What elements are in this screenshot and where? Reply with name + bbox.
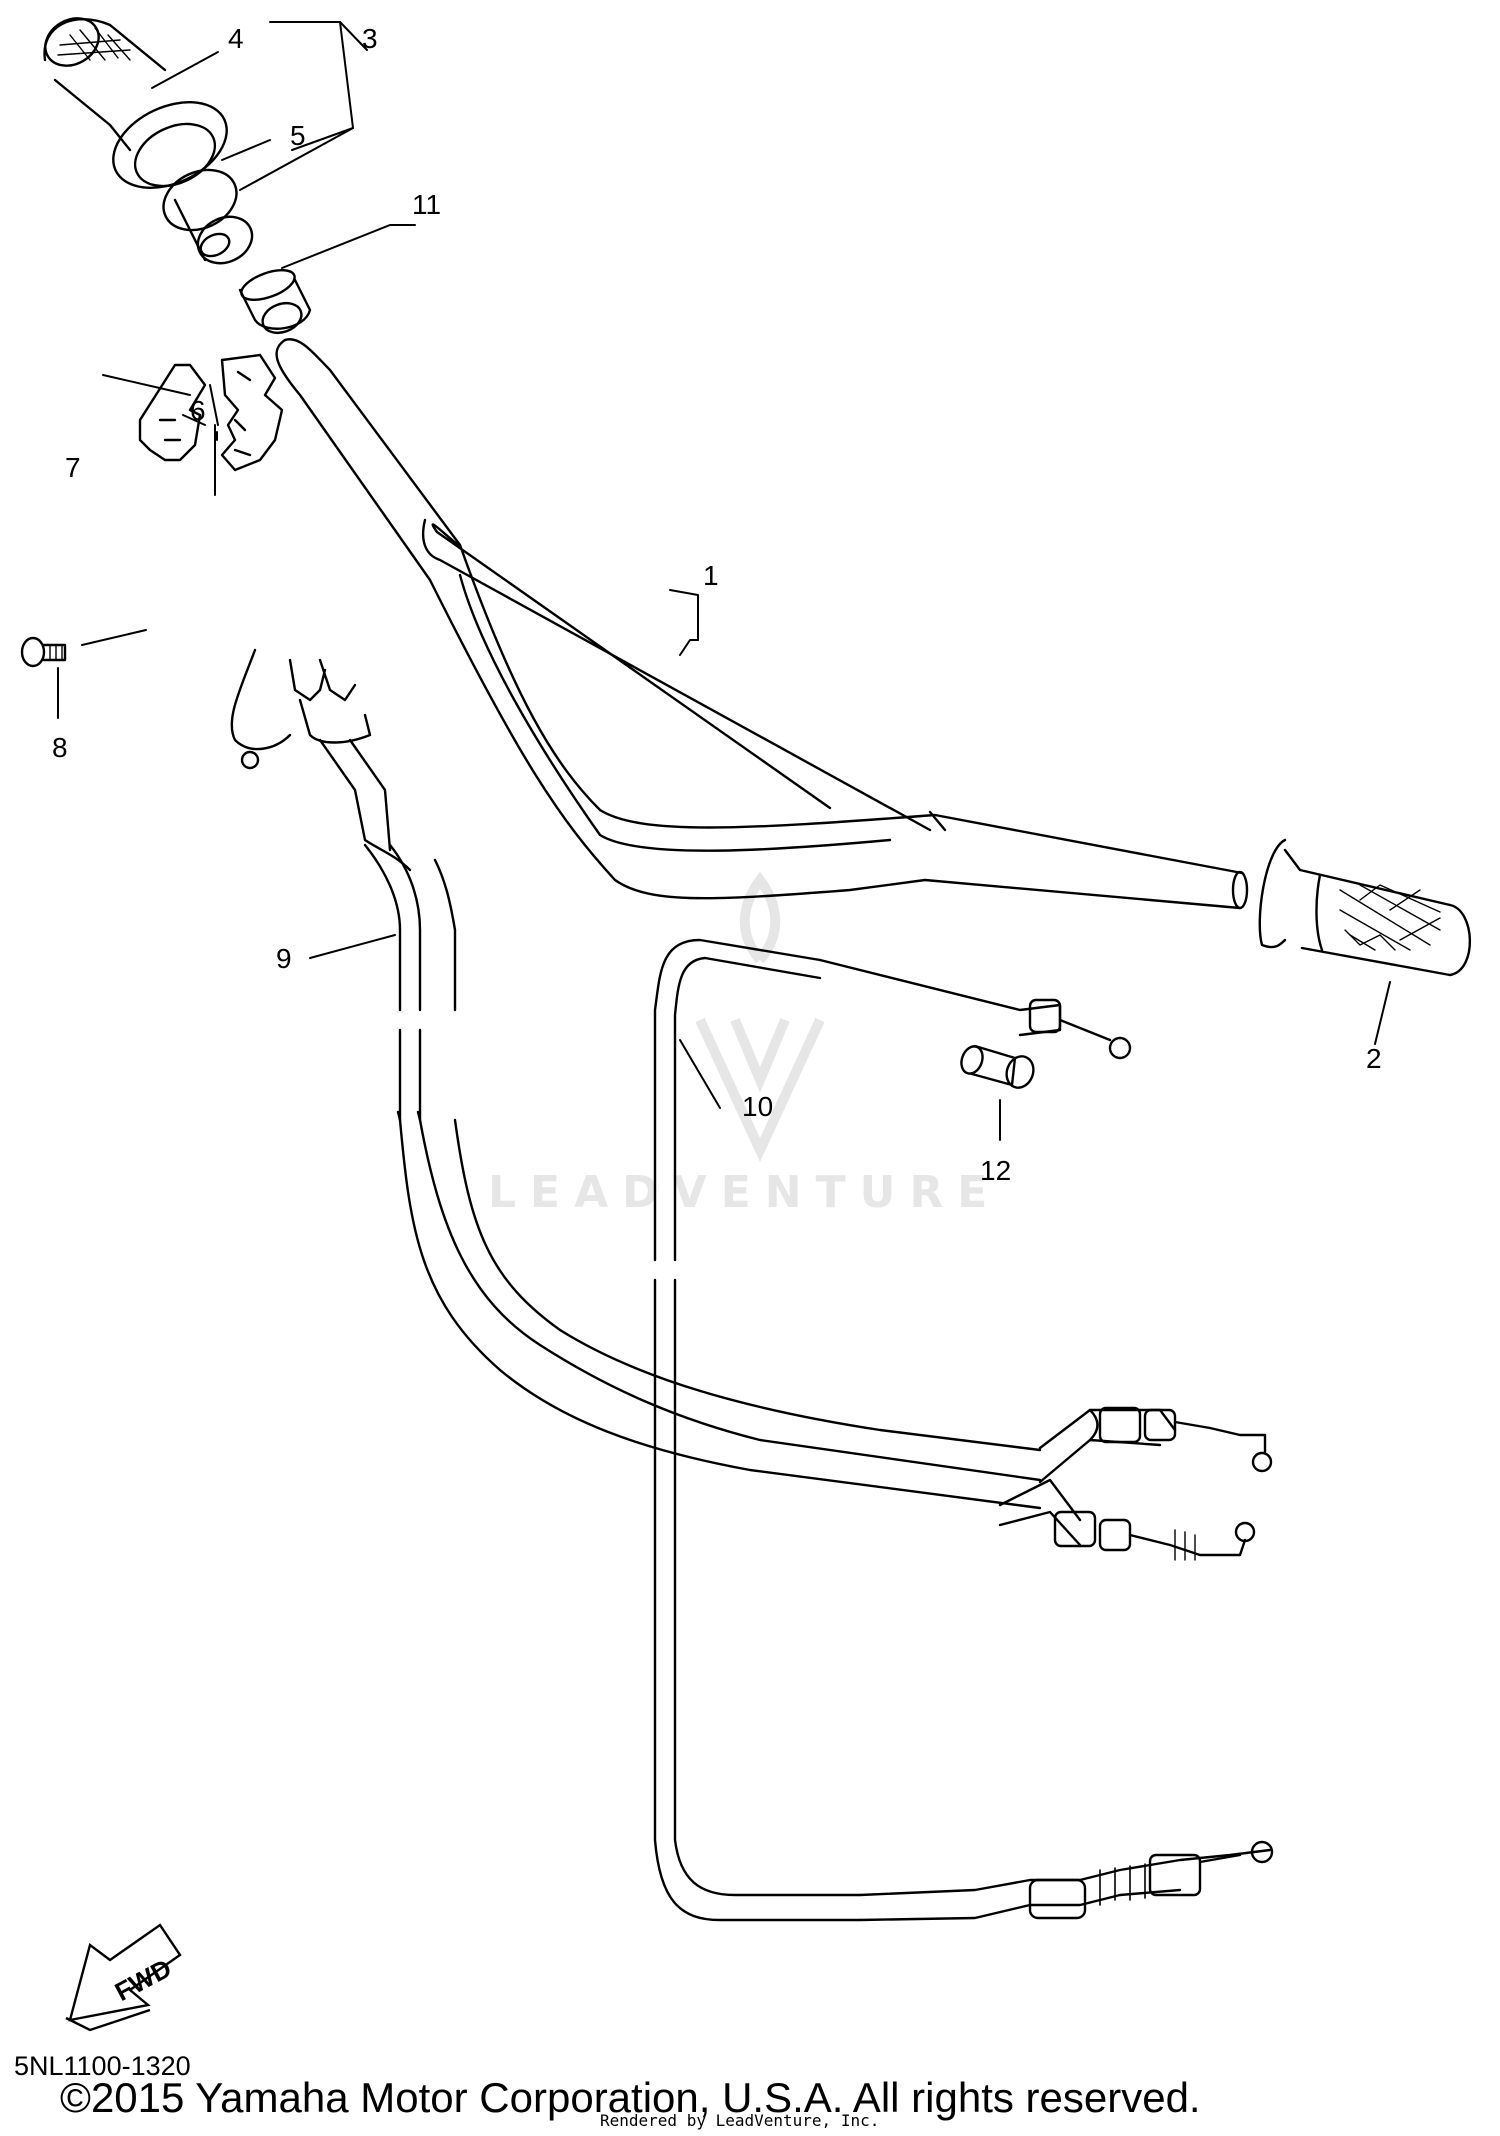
callout-6[interactable]: 6 [190,395,206,426]
callout-1[interactable]: 1 [703,560,719,591]
right-grip [1258,838,1472,977]
handlebar [275,338,1249,910]
handlebar-holder-upper [220,353,284,472]
watermark-logo [695,871,825,1162]
throttle-grip-assembly [43,17,254,265]
diagram-code: 5NL1100-1320 [14,2051,191,2081]
callout-12[interactable]: 12 [980,1155,1011,1186]
bolt [20,636,67,668]
clutch-cable [653,938,1274,1922]
callout-2[interactable]: 2 [1366,1043,1382,1074]
callout-5[interactable]: 5 [290,120,306,151]
fwd-arrow: FWD [65,1923,182,2032]
callout-11[interactable]: 11 [412,189,441,220]
cable-adjuster [960,1044,1035,1089]
callout-8[interactable]: 8 [52,732,68,763]
callout-7[interactable]: 7 [65,452,81,483]
leader-lines [57,21,1391,1141]
throttle-cables [230,648,1273,1561]
callout-9[interactable]: 9 [276,943,292,974]
handlebar-holder-lower [138,363,207,462]
callout-4[interactable]: 4 [228,23,244,54]
rendered-by: Rendered by LeadVenture, Inc. [600,2111,879,2130]
watermark-text: LEADVENTURE [488,1167,1001,1218]
callout-10[interactable]: 10 [742,1091,773,1122]
callout-3[interactable]: 3 [362,23,378,54]
handlebar-spacer [238,269,312,335]
callouts: 1 2 3 4 5 6 7 8 9 10 11 12 [52,23,1382,1186]
copyright: ©2015 Yamaha Motor Corporation, U.S.A. A… [60,2074,1201,2121]
